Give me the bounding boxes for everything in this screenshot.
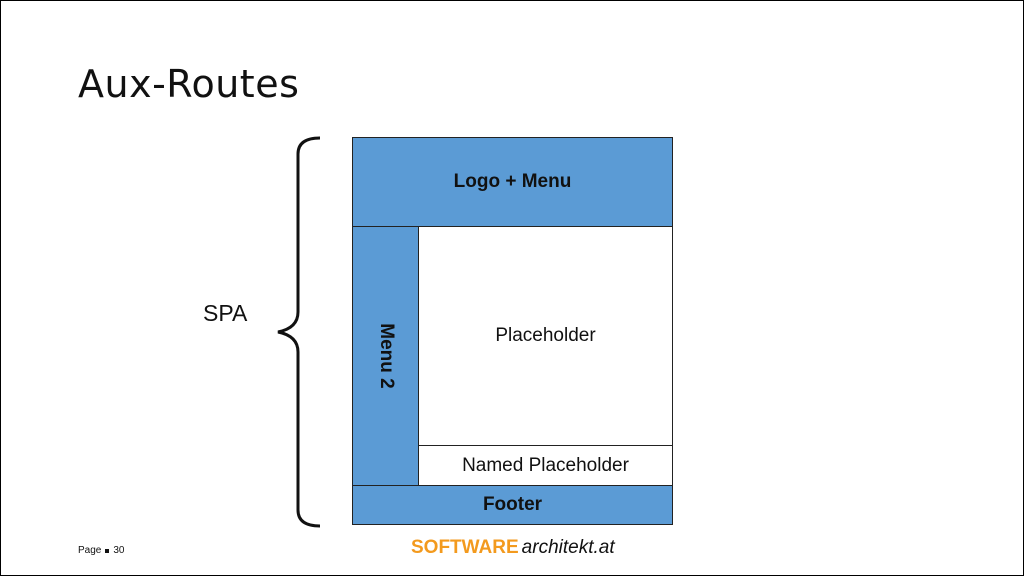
curly-brace-icon (277, 136, 321, 528)
side-menu-label: Menu 2 (375, 323, 397, 389)
header-block: Logo + Menu (352, 137, 673, 227)
page-number: Page 30 (78, 545, 124, 556)
separator-dot-icon (105, 548, 110, 553)
side-menu-block: Menu 2 (352, 226, 419, 486)
placeholder-block: Placeholder (418, 226, 673, 446)
brand-part-architekt: architekt.at (521, 537, 615, 558)
header-label: Logo + Menu (453, 171, 572, 192)
footer-block: Footer (352, 485, 673, 525)
brand-part-software: SOFTWARE (411, 537, 519, 558)
slide-title: Aux-Routes (78, 62, 300, 106)
page-number-value: 30 (113, 545, 125, 556)
placeholder-label: Placeholder (495, 325, 596, 346)
brand-logo: SOFTWARE architekt.at (411, 537, 615, 559)
named-placeholder-block: Named Placeholder (418, 445, 673, 486)
page-prefix: Page (78, 545, 102, 556)
spa-label: SPA (203, 300, 248, 326)
named-placeholder-label: Named Placeholder (462, 454, 629, 476)
footer-label: Footer (482, 494, 543, 515)
